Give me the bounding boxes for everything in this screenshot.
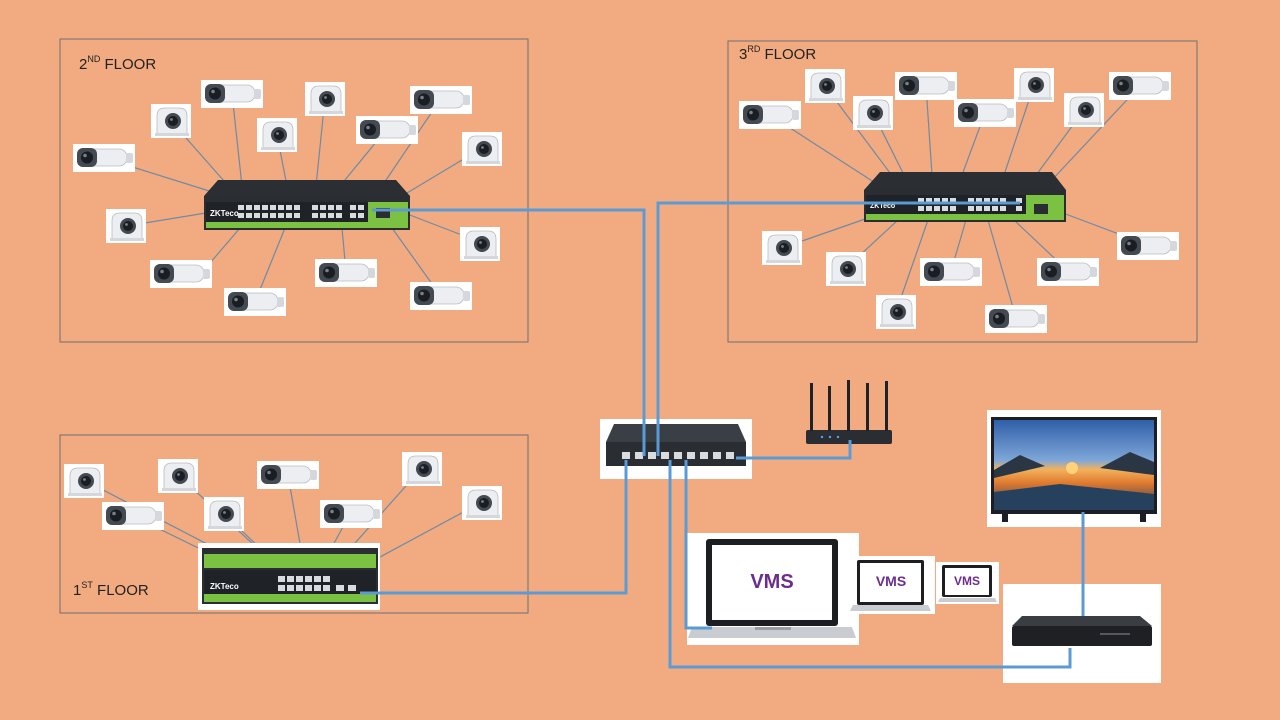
- first-floor-uplink: [360, 460, 628, 595]
- dome-camera-icon: [1063, 92, 1105, 128]
- dome-camera-icon: [157, 458, 199, 494]
- dome-camera-icon: [304, 81, 346, 117]
- floor-word: FLOOR: [100, 56, 157, 73]
- bullet-camera-icon: [200, 79, 264, 109]
- bullet-camera-icon: [72, 143, 136, 173]
- bullet-camera-icon: [101, 501, 165, 531]
- floor-ordinal: RD: [747, 44, 761, 54]
- bullet-camera-icon: [953, 98, 1017, 128]
- bullet-camera-icon: [1036, 257, 1100, 287]
- dome-camera-icon: [105, 208, 147, 244]
- bullet-camera-icon: [223, 287, 287, 317]
- laptop-icon-small: VMS: [936, 562, 999, 604]
- first-floor-box: [59, 434, 529, 614]
- dome-camera-icon: [761, 230, 803, 266]
- nvr-uplink: [668, 460, 1072, 669]
- dome-camera-icon: [852, 95, 894, 131]
- second-floor-poe-switch: ZKTeco: [204, 180, 410, 230]
- wifi-router-icon: [806, 380, 892, 444]
- floor-number: 2: [79, 56, 88, 73]
- dome-camera-icon: [461, 131, 503, 167]
- bullet-camera-icon: [319, 499, 383, 529]
- third-floor-box: [727, 40, 1198, 343]
- laptop-icon-large: VMS: [687, 533, 859, 645]
- bullet-camera-icon: [1116, 231, 1180, 261]
- floor-number: 3: [739, 46, 748, 63]
- switch-brand-label: ZKTeco: [210, 582, 239, 591]
- dome-camera-icon: [203, 496, 245, 532]
- bullet-camera-icon: [409, 281, 473, 311]
- bullet-camera-icon: [738, 100, 802, 130]
- dome-camera-icon: [825, 251, 867, 287]
- second-floor-box: [59, 38, 529, 343]
- bullet-camera-icon: [355, 115, 419, 145]
- vms-label-small: VMS: [954, 574, 980, 588]
- bullet-camera-icon: [149, 259, 213, 289]
- monitor-icon: [987, 410, 1161, 527]
- first-floor-cameras: [63, 451, 503, 532]
- third-floor-uplink: [656, 201, 1020, 456]
- laptop-icon-medium: VMS: [850, 556, 935, 614]
- laptop-uplink: [684, 460, 712, 630]
- switch-brand-label: ZKTeco: [870, 203, 895, 210]
- floor-word: FLOOR: [92, 582, 149, 599]
- floor-word: FLOOR: [760, 46, 817, 63]
- floor-ordinal: ST: [81, 580, 93, 590]
- second-floor-label: 2ND FLOOR: [79, 54, 157, 73]
- dome-camera-icon: [256, 117, 298, 153]
- third-floor-label: 3RD FLOOR: [739, 44, 817, 63]
- first-floor-poe-switch: ZKTeco: [198, 543, 380, 610]
- bullet-camera-icon: [256, 460, 320, 490]
- dome-camera-icon: [804, 68, 846, 104]
- third-floor-poe-switch: ZKTeco: [864, 172, 1066, 222]
- switch-brand-label: ZKTeco: [210, 209, 239, 218]
- core-network-switch: [600, 419, 752, 479]
- bullet-camera-icon: [314, 258, 378, 288]
- bullet-camera-icon: [1108, 71, 1172, 101]
- dome-camera-icon: [875, 294, 917, 330]
- first-floor-label: 1ST FLOOR: [73, 580, 149, 599]
- vms-label-large: VMS: [750, 571, 793, 593]
- bullet-camera-icon: [894, 71, 958, 101]
- bullet-camera-icon: [919, 257, 983, 287]
- dome-camera-icon: [401, 451, 443, 487]
- router-uplink: [736, 440, 852, 460]
- dome-camera-icon: [461, 485, 503, 521]
- bullet-camera-icon: [409, 85, 473, 115]
- bullet-camera-icon: [984, 304, 1048, 334]
- dome-camera-icon: [63, 463, 105, 499]
- floor-number: 1: [73, 582, 82, 599]
- dome-camera-icon: [459, 226, 501, 262]
- dome-camera-icon: [1013, 67, 1055, 103]
- dome-camera-icon: [150, 103, 192, 139]
- vms-label-medium: VMS: [876, 573, 906, 589]
- floor-ordinal: ND: [87, 54, 101, 64]
- uplink-cables: [360, 201, 1085, 669]
- second-floor-uplink: [372, 208, 646, 456]
